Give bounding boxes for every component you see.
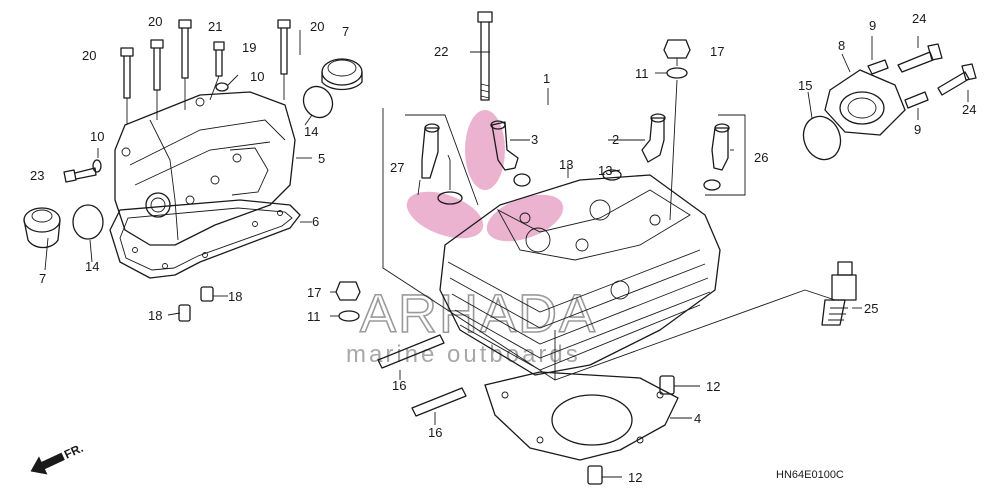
- filler-cap-7a: [321, 58, 363, 91]
- cylinder-head: [439, 174, 721, 376]
- cover-bolt-21: [178, 19, 192, 79]
- callout-2: 2: [612, 132, 619, 147]
- callout-17-left: 17: [307, 285, 321, 300]
- stud-16a: [377, 334, 445, 369]
- seal-13a: [513, 173, 531, 187]
- callout-27: 27: [390, 160, 404, 175]
- head-gasket: [484, 371, 679, 461]
- insulator-8: [824, 69, 906, 136]
- watermark: ARHADA marine outboards: [346, 110, 596, 368]
- callout-16-upper: 16: [392, 378, 406, 393]
- callout-10-top: 10: [250, 69, 264, 84]
- callout-26: 26: [754, 150, 768, 165]
- cover-bolt-20c: [277, 19, 291, 75]
- bolt-24b: [937, 63, 977, 96]
- callout-13-right: 13: [598, 163, 612, 178]
- front-arrow-icon: [30, 452, 65, 475]
- o-ring-15: [802, 115, 842, 161]
- callout-18-left: 18: [148, 308, 162, 323]
- callout-16-lower: 16: [428, 425, 442, 440]
- callout-20-left: 20: [82, 48, 96, 63]
- callout-4: 4: [694, 411, 701, 426]
- valve-guide-3: [490, 120, 519, 171]
- dowel-12a: [659, 375, 675, 395]
- valve-2: [641, 113, 666, 163]
- callout-12-lower: 12: [628, 470, 642, 485]
- washer-10b: [92, 159, 102, 173]
- stud-16b: [411, 387, 467, 417]
- washer-11b: [338, 310, 360, 322]
- cover-bolt-20a: [120, 47, 134, 99]
- callout-9-top: 9: [869, 18, 876, 33]
- callout-3: 3: [531, 132, 538, 147]
- callout-9-lower: 9: [914, 122, 921, 137]
- callout-18-right: 18: [228, 289, 242, 304]
- callout-labels: 20 21 20 20 19 10 7 14 5 10 23 6 7 14 18…: [30, 11, 976, 485]
- callout-7-lower: 7: [39, 271, 46, 286]
- cover-gasket: [109, 199, 301, 279]
- explode-frame: [382, 108, 806, 381]
- callout-22: 22: [434, 44, 448, 59]
- callout-19: 19: [242, 40, 256, 55]
- callout-20-top-left: 20: [148, 14, 162, 29]
- callout-20-right: 20: [310, 19, 324, 34]
- watermark-tagline: marine outboards: [346, 341, 581, 368]
- callout-7-top: 7: [342, 24, 349, 39]
- callout-6: 6: [312, 214, 319, 229]
- leader-lines: [44, 30, 969, 478]
- cover-bolt-20b: [150, 39, 164, 91]
- front-direction-indicator: FR.: [30, 441, 85, 475]
- valve-set-27: [405, 114, 479, 206]
- callout-14-top: 14: [304, 124, 318, 139]
- stud-bolt-22: [477, 11, 493, 101]
- cap-nut-17a: [663, 39, 691, 59]
- o-ring-14a: [302, 85, 334, 119]
- callout-13-left: 13: [559, 157, 573, 172]
- callout-25: 25: [864, 301, 878, 316]
- bolt-9a: [867, 59, 889, 75]
- callout-17-top: 17: [710, 44, 724, 59]
- bolt-23: [63, 167, 97, 183]
- callout-24-top: 24: [912, 11, 926, 26]
- spark-plug: [821, 261, 857, 326]
- cover-port: [145, 192, 171, 218]
- callout-12-upper: 12: [706, 379, 720, 394]
- callout-14-lower: 14: [85, 259, 99, 274]
- front-label: FR.: [62, 441, 85, 462]
- washer-11a: [666, 67, 688, 79]
- callout-11-top: 11: [635, 66, 649, 81]
- o-ring-14b: [72, 204, 104, 240]
- callout-11-left: 11: [307, 309, 321, 324]
- callout-23: 23: [30, 168, 44, 183]
- callout-24-lower: 24: [962, 102, 976, 117]
- cylinder-head-cover: [114, 91, 296, 246]
- washer-10a: [215, 82, 229, 92]
- cylinder-head-cover-group: [23, 19, 363, 322]
- bolt-24a: [897, 43, 943, 73]
- callout-8: 8: [838, 38, 845, 53]
- callout-5: 5: [318, 151, 325, 166]
- callout-10-left: 10: [90, 129, 104, 144]
- dowel-18b: [178, 304, 191, 322]
- cap-nut-17b: [335, 281, 361, 301]
- watermark-flower-logo: [406, 110, 564, 242]
- filler-cap-7b: [23, 207, 61, 249]
- bolt-9b: [904, 91, 929, 109]
- intake-group: [802, 43, 977, 326]
- seal-13b: [602, 169, 622, 181]
- callout-21: 21: [208, 19, 222, 34]
- diagram-code: HN64E0100C: [776, 469, 844, 481]
- cylinder-head-group: [335, 11, 806, 485]
- callout-15: 15: [798, 78, 812, 93]
- callout-1: 1: [543, 71, 550, 86]
- dowel-12b: [587, 465, 603, 485]
- dowel-18a: [200, 286, 214, 302]
- valve-set-26: [703, 114, 746, 196]
- cover-bolt-19: [213, 41, 225, 77]
